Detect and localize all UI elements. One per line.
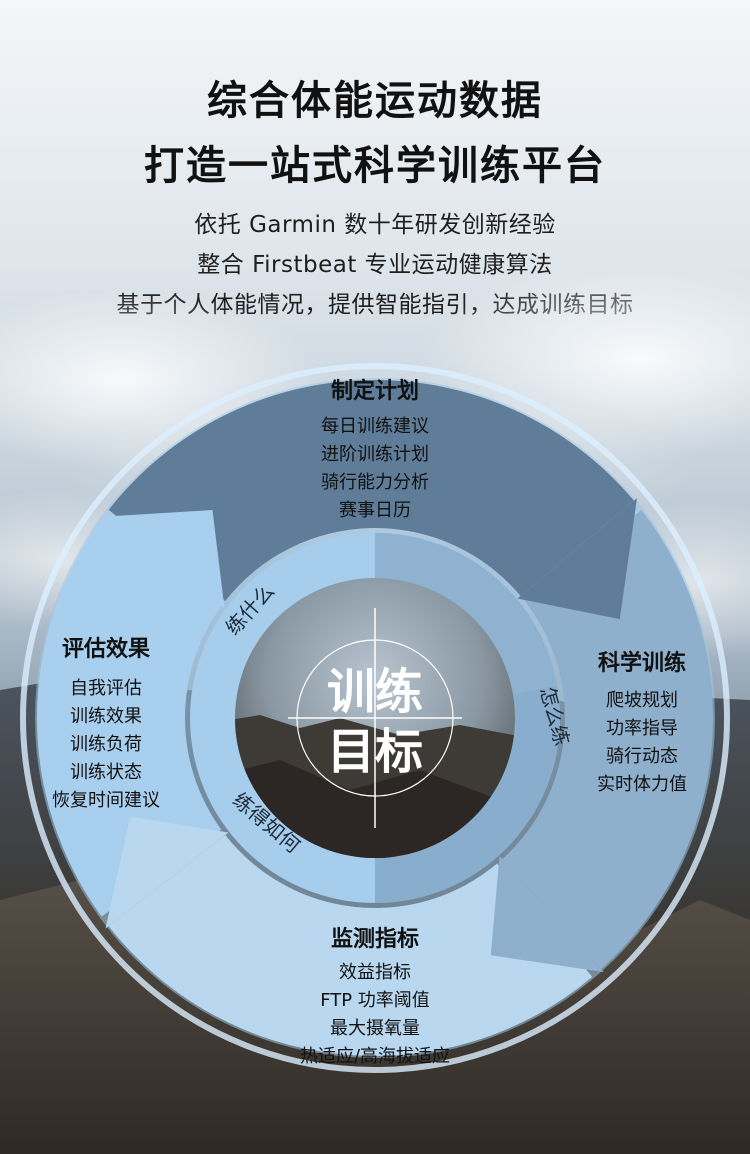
stage-plan-item: 赛事日历	[339, 500, 411, 521]
stage-plan-item: 每日训练建议	[321, 416, 429, 437]
stage-train-item: 爬坡规划	[606, 690, 678, 711]
stage-train-item: 骑行动态	[606, 746, 678, 767]
subtitle-line-1: 依托 Garmin 数十年研发创新经验	[194, 212, 556, 238]
stage-monitor-item: 热适应/高海拔适应	[300, 1046, 450, 1067]
inner-ring-top-right-arc	[375, 533, 558, 694]
stage-train: 科学训练 爬坡规划 功率指导 骑行动态 实时体力值	[597, 650, 687, 795]
arrow-monitor	[105, 816, 229, 929]
stage-plan-item: 骑行能力分析	[321, 472, 429, 493]
stage-train-item: 实时体力值	[597, 774, 687, 795]
subtitle-line-2: 整合 Firstbeat 专业运动健康算法	[197, 252, 553, 278]
stage-monitor-item: FTP 功率阈值	[320, 990, 430, 1011]
segment-monitor	[108, 834, 593, 1056]
stage-evaluate: 评估效果 自我评估 训练效果 训练负荷 训练状态 恢复时间建议	[52, 636, 160, 811]
segment-train	[502, 509, 713, 970]
stage-monitor-item: 效益指标	[339, 962, 411, 983]
stage-evaluate-item: 训练效果	[70, 706, 142, 727]
stage-monitor-item: 最大摄氧量	[330, 1018, 420, 1039]
cycle-segments	[37, 380, 713, 1056]
stage-evaluate-item: 训练负荷	[70, 734, 142, 755]
segment-evaluate	[37, 519, 222, 917]
stage-evaluate-item: 自我评估	[70, 678, 142, 699]
stage-evaluate-item: 训练状态	[70, 762, 142, 783]
outer-ring-outline	[20, 363, 730, 1073]
stage-plan-item: 进阶训练计划	[321, 444, 429, 465]
page-title-line-1: 综合体能运动数据	[207, 78, 543, 124]
stage-evaluate-title: 评估效果	[62, 636, 150, 662]
center-label-line-2: 目标	[327, 726, 423, 779]
stage-evaluate-item: 恢复时间建议	[52, 790, 160, 811]
center-label-line-1: 训练	[327, 666, 423, 719]
stage-train-item: 功率指导	[606, 718, 678, 739]
stage-monitor: 监测指标 效益指标 FTP 功率阈值 最大摄氧量 热适应/高海拔适应	[300, 926, 450, 1067]
arrow-train	[490, 856, 604, 973]
arrow-evaluate	[98, 509, 225, 609]
page-title-line-2: 打造一站式科学训练平台	[144, 143, 606, 189]
stage-plan-title: 制定计划	[331, 378, 419, 404]
arrow-plan	[517, 498, 637, 620]
stage-monitor-title: 监测指标	[331, 926, 419, 952]
crosshair	[288, 608, 462, 828]
segment-plan	[108, 380, 634, 602]
stage-plan: 制定计划 每日训练建议 进阶训练计划 骑行能力分析 赛事日历	[321, 378, 429, 521]
stage-train-title: 科学训练	[598, 650, 686, 676]
